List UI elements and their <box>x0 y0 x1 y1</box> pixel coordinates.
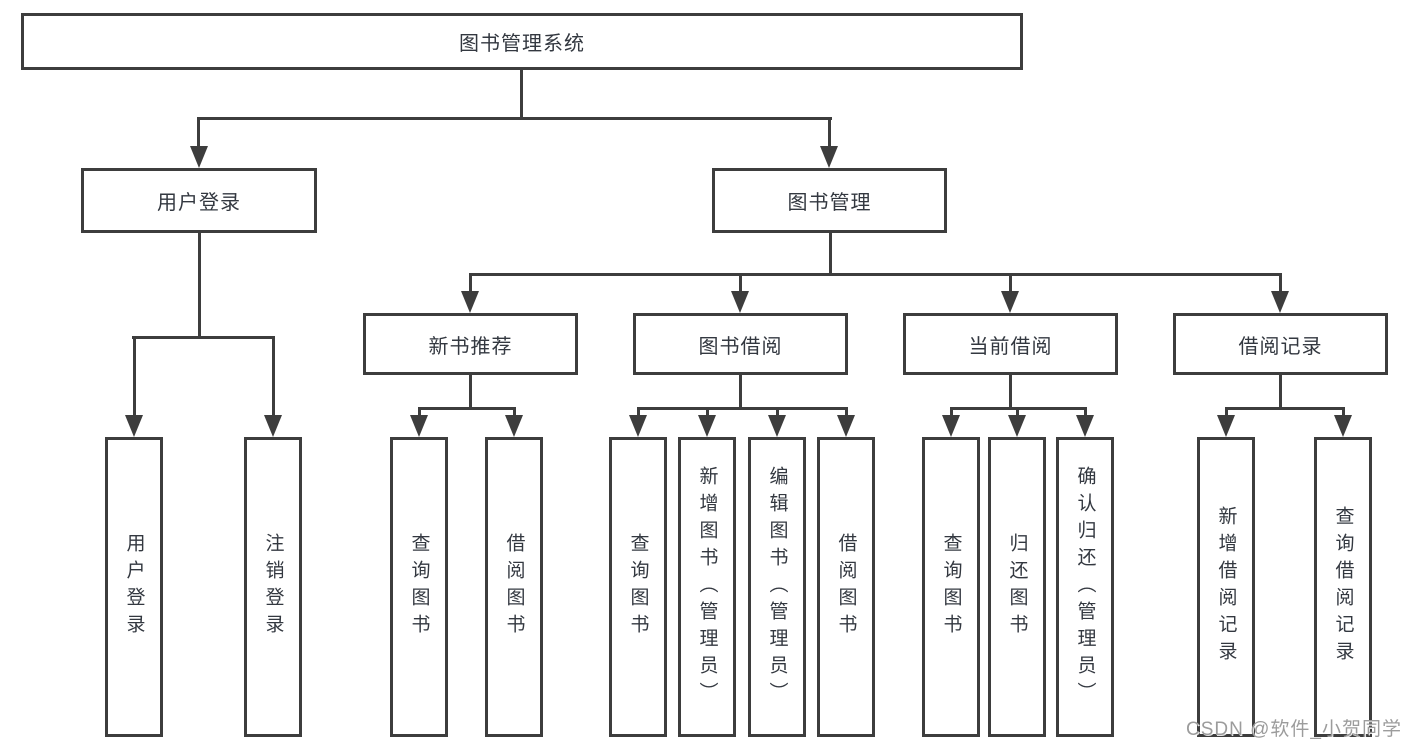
edge-line <box>637 407 640 417</box>
edge-borrow-records-stem <box>1279 375 1282 407</box>
edge-user-login-branch <box>132 336 275 339</box>
arrowhead-down-icon <box>1217 415 1235 437</box>
edge-line <box>845 407 848 417</box>
edge-new-book-branch <box>418 407 516 410</box>
node-book-borrowing: 图书借阅 <box>633 313 848 375</box>
leaf-add-books-admin: 新增图书（管理员） <box>678 437 736 737</box>
edge-user-login-stem <box>198 233 201 336</box>
node-borrowing-records: 借阅记录 <box>1173 313 1388 375</box>
leaf-add-borrow-record: 新增借阅记录 <box>1197 437 1255 737</box>
edge-line <box>1342 407 1345 417</box>
leaf-query-books: 查询图书 <box>390 437 448 737</box>
edge-line <box>272 336 275 418</box>
node-book-management: 图书管理 <box>712 168 947 233</box>
edge-book-mgmt-branch <box>469 273 1281 276</box>
arrowhead-down-icon <box>410 415 428 437</box>
edge-new-book-stem <box>469 375 472 407</box>
arrowhead-down-icon <box>629 415 647 437</box>
edge-line <box>418 407 421 417</box>
leaf-confirm-return-admin: 确认归还（管理员） <box>1056 437 1114 737</box>
edge-line <box>950 407 953 417</box>
edge-line <box>469 273 472 293</box>
edge-book-mgmt-stem <box>829 233 832 273</box>
edge-to-book-mgmt <box>828 117 831 148</box>
edge-root-stem <box>520 69 523 117</box>
arrowhead-down-icon <box>190 146 208 168</box>
edge-book-borrow-branch <box>637 407 848 410</box>
edge-line <box>133 336 136 418</box>
leaf-query-borrow-record: 查询借阅记录 <box>1314 437 1372 737</box>
edge-line <box>513 407 516 417</box>
arrowhead-down-icon <box>1076 415 1094 437</box>
arrowhead-down-icon <box>1008 415 1026 437</box>
arrowhead-down-icon <box>125 415 143 437</box>
edge-line <box>706 407 709 417</box>
edge-line <box>1084 407 1087 417</box>
arrowhead-down-icon <box>1271 291 1289 313</box>
arrowhead-down-icon <box>837 415 855 437</box>
leaf-borrow-books: 借阅图书 <box>817 437 875 737</box>
leaf-edit-books-admin: 编辑图书（管理员） <box>748 437 806 737</box>
edge-line <box>1279 273 1282 293</box>
arrowhead-down-icon <box>820 146 838 168</box>
csdn-watermark: CSDN @软件_小贺同学 <box>1186 719 1402 740</box>
edge-line <box>1225 407 1228 417</box>
edge-borrow-records-branch <box>1225 407 1345 410</box>
arrowhead-down-icon <box>942 415 960 437</box>
arrowhead-down-icon <box>1334 415 1352 437</box>
edge-line <box>1009 273 1012 293</box>
edge-line <box>739 273 742 293</box>
arrowhead-down-icon <box>1001 291 1019 313</box>
edge-to-user-login <box>197 117 200 148</box>
leaf-return-books: 归还图书 <box>988 437 1046 737</box>
arrowhead-down-icon <box>731 291 749 313</box>
node-current-borrowing: 当前借阅 <box>903 313 1118 375</box>
arrowhead-down-icon <box>461 291 479 313</box>
leaf-borrow-books: 借阅图书 <box>485 437 543 737</box>
leaf-user-login: 用户登录 <box>105 437 163 737</box>
arrowhead-down-icon <box>698 415 716 437</box>
edge-line <box>1016 407 1019 417</box>
node-user-login: 用户登录 <box>81 168 317 233</box>
arrowhead-down-icon <box>768 415 786 437</box>
node-new-book-recommend: 新书推荐 <box>363 313 578 375</box>
leaf-query-books: 查询图书 <box>609 437 667 737</box>
edge-root-branch <box>197 117 832 120</box>
leaf-logout-login: 注销登录 <box>244 437 302 737</box>
arrowhead-down-icon <box>505 415 523 437</box>
leaf-query-books: 查询图书 <box>922 437 980 737</box>
node-library-management-system: 图书管理系统 <box>21 13 1023 70</box>
edge-book-borrow-stem <box>739 375 742 407</box>
edge-current-borrow-stem <box>1009 375 1012 407</box>
arrowhead-down-icon <box>264 415 282 437</box>
edge-line <box>776 407 779 417</box>
